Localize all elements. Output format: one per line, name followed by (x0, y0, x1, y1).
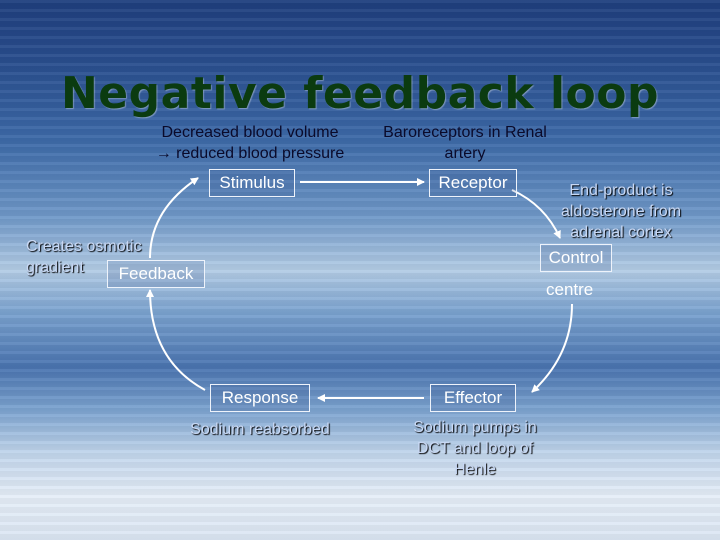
arrow-receptor-to-control (511, 189, 561, 239)
effector-note-line3: Henle (454, 461, 496, 478)
control-note-line3: adrenal cortex (570, 224, 672, 241)
stimulus-note-line1: Decreased blood volume (161, 124, 339, 141)
receptor-box: Receptor (429, 169, 517, 197)
effector-box: Effector (430, 384, 516, 412)
feedback-box: Feedback (107, 260, 205, 288)
arrow-response-to-feedback (146, 289, 206, 391)
effector-note-line1: Sodium pumps in (413, 419, 537, 436)
stimulus-note-line2: → reduced blood pressure (155, 145, 345, 162)
control-box-label: Control (548, 248, 604, 267)
response-note: Sodium reabsorbed (190, 421, 330, 438)
control-note: End-product is aldosterone from adrenal … (546, 180, 696, 243)
feedback-note: Creates osmotic gradient (26, 236, 142, 278)
receptor-note: Baroreceptors in Renal artery (360, 122, 570, 164)
slide-title: Negative feedback loop (60, 68, 660, 119)
control-centre-label: centre (546, 280, 594, 299)
effector-note-line2: DCT and loop of (416, 440, 534, 457)
control-note-line1: End-product is (569, 182, 673, 199)
feedback-note-line2: gradient (26, 259, 84, 276)
stimulus-box: Stimulus (209, 169, 295, 197)
stimulus-note: Decreased blood volume → reduced blood p… (130, 122, 370, 164)
arrow-control-to-effector (531, 303, 573, 393)
control-note-line2: aldosterone from (560, 203, 682, 220)
arrow-feedback-to-stimulus (149, 177, 199, 259)
response-box: Response (210, 384, 310, 412)
control-box: Control (540, 244, 612, 272)
effector-note: Sodium pumps in DCT and loop of Henle (396, 417, 554, 480)
receptor-note-line1: Baroreceptors in Renal (383, 124, 547, 141)
receptor-note-line2: artery (444, 145, 486, 162)
feedback-note-line1: Creates osmotic (26, 238, 142, 255)
